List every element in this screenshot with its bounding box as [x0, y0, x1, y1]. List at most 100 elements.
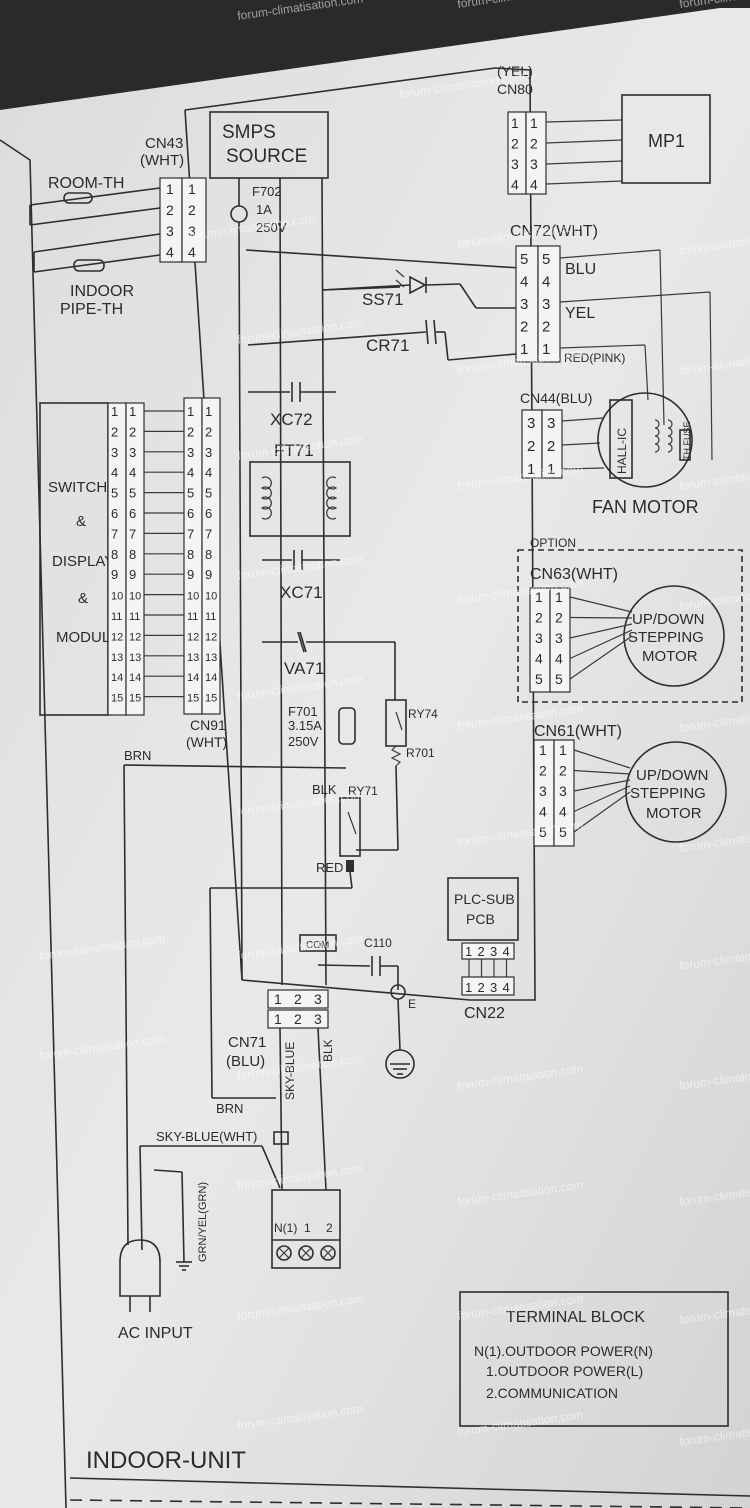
cn91-module-pin-b: 13	[129, 652, 141, 664]
cn91-module-pin-a: 12	[111, 631, 123, 643]
cn63pins-pin-b: 1	[555, 589, 563, 605]
cn43pins-pin-b: 4	[188, 244, 196, 260]
cn91-pin-b: 10	[205, 591, 217, 603]
cn43pins-pin-b: 2	[188, 202, 196, 218]
cn91-pin-b: 1	[205, 404, 212, 419]
ry74-label: RY74	[408, 707, 438, 721]
amp2-label: &	[78, 590, 88, 607]
cn72-label: CN72(WHT)	[510, 223, 598, 240]
ac-input-plug	[119, 1239, 192, 1312]
stepper1-line2: STEPPING	[628, 629, 704, 646]
cn43pins-pin-b: 3	[188, 223, 196, 239]
cn91-module-pin-b: 10	[129, 591, 141, 603]
hall-ic-box	[609, 399, 633, 479]
cn72pins-pin-b: 5	[542, 251, 550, 268]
cn91-module-pin-b: 2	[129, 424, 136, 439]
cn61pins-pin-b: 4	[559, 804, 567, 820]
indoor-unit-label: INDOOR-UNIT	[86, 1447, 246, 1474]
pcb-label: PCB	[466, 911, 495, 927]
xc71-label: XC71	[280, 583, 323, 602]
sky-blue-vertical-label: SKY-BLUE	[283, 1042, 297, 1100]
cn91-module-pin-b: 7	[129, 526, 136, 541]
cn22-pin-top: 2	[478, 944, 485, 959]
stepper2-line2: STEPPING	[630, 785, 706, 802]
va71-varistor	[262, 631, 395, 653]
smps-label: SMPS	[222, 122, 276, 143]
option-box	[517, 549, 743, 703]
cn71-pin-bottom: 3	[314, 1011, 322, 1027]
paper-sheet	[0, 8, 750, 1508]
cn91-pin-a: 3	[187, 445, 194, 460]
cn43pins-pin-b: 1	[188, 181, 196, 197]
room-thermistor	[29, 187, 161, 226]
earth-label: E	[408, 997, 416, 1011]
tb-line2: 1.OUTDOOR POWER(L)	[486, 1363, 643, 1379]
watermark-text: forum-climatisation.com	[456, 0, 583, 11]
cn71-pin-top: 1	[274, 991, 282, 1007]
cn71-pin-top: 3	[314, 991, 322, 1007]
earth-ground	[385, 984, 415, 1079]
source-label: SOURCE	[226, 146, 307, 167]
main-pcb-outline	[184, 67, 536, 1001]
cn91-pin-a: 6	[187, 506, 194, 521]
switch-label: SWITCH	[48, 479, 107, 496]
cn91-pin-a: 7	[187, 526, 194, 541]
red-label: RED	[316, 860, 343, 875]
ss71-triac	[321, 269, 516, 309]
cn63-label: CN63(WHT)	[530, 566, 618, 583]
red-terminal	[346, 860, 354, 872]
cn91-label: CN91	[190, 717, 226, 733]
brn2-label: BRN	[216, 1101, 243, 1116]
cn91-pin-b: 8	[205, 547, 212, 562]
cn63pins-pin-b: 5	[555, 671, 563, 687]
yel-label: YEL	[565, 305, 595, 322]
fan-motor-circle	[597, 392, 693, 488]
cn91-pin-a: 8	[187, 547, 194, 562]
cn91-pin-a: 4	[187, 465, 194, 480]
cn71-pin-bottom: 2	[294, 1011, 302, 1027]
watermark-text: forum-climatisation.com	[8, 0, 135, 3]
tb-title: TERMINAL BLOCK	[506, 1309, 645, 1326]
display-label: DISPLAY	[52, 553, 114, 570]
f701-label: F701	[288, 704, 318, 719]
terminal-block-legend	[459, 1291, 729, 1427]
tb-1-label: 1	[304, 1221, 311, 1235]
cn91-module-pin-b: 8	[129, 547, 136, 562]
cn63-wire	[569, 616, 633, 619]
cn22-label: CN22	[464, 1005, 505, 1022]
cn91-module-pin-b: 14	[129, 672, 141, 684]
cn80pins-pin-b: 2	[530, 136, 538, 152]
cn91-module-pin-a: 7	[111, 526, 118, 541]
cn63pins-pin-b: 2	[555, 610, 563, 626]
cn91-pin-a: 5	[187, 486, 194, 501]
mp1-label: MP1	[648, 131, 685, 151]
cn91-module-pin-a: 11	[111, 611, 122, 623]
cn91-pin-b: 4	[205, 465, 212, 480]
cn63-wire	[569, 629, 633, 660]
cn61pins-pin-b: 1	[559, 742, 567, 758]
com-label: COM	[306, 940, 329, 951]
cn22-pin-bottom: 3	[490, 980, 497, 995]
va71-label: VA71	[284, 659, 324, 678]
cn63pins-pin-b: 4	[555, 651, 563, 667]
blk-label: BLK	[312, 782, 337, 797]
tb-n1-label: N(1)	[274, 1221, 297, 1235]
cn61-wire	[573, 785, 631, 813]
cn91-module-pin-b: 9	[129, 567, 136, 582]
cn80pins-pin-b: 3	[530, 156, 538, 172]
f702-volts: 250V	[256, 220, 287, 235]
cn44pins-pin-b: 2	[547, 438, 555, 455]
tb-line3: 2.COMMUNICATION	[486, 1385, 618, 1401]
cn91-pin-a: 12	[187, 631, 199, 643]
cn63-wire	[569, 596, 633, 613]
cn71-pin-bottom: 1	[274, 1011, 282, 1027]
indoor-label: INDOOR	[70, 283, 134, 300]
cn22-pin-bottom: 1	[465, 980, 472, 995]
cn72pins-pin-a: 5	[520, 251, 528, 268]
smps-source-box	[209, 111, 329, 179]
cn80pins-pin-a: 1	[511, 115, 519, 131]
cn44pins-pin-a: 3	[527, 415, 535, 432]
cn91-pin-a: 10	[187, 591, 199, 603]
